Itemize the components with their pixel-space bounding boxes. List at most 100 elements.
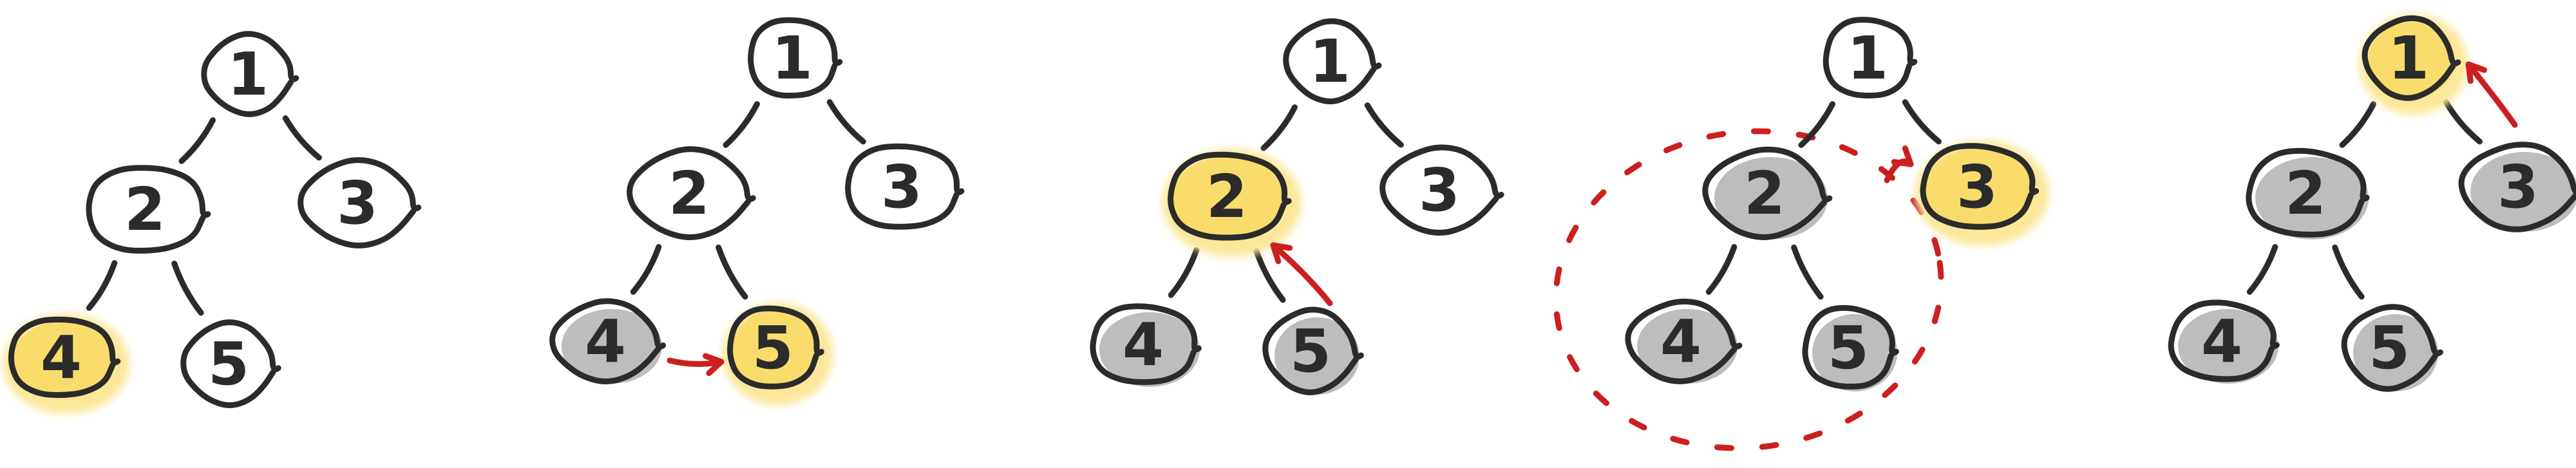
tree-panel-1: 12 3 4 5 — [3, 31, 422, 414]
node-4: 4 — [3, 314, 129, 414]
node-5-fill — [1274, 317, 1359, 395]
node-3: 3 — [298, 157, 422, 248]
node-2-label: 2 — [1744, 159, 1785, 228]
node-2: 2 — [627, 146, 756, 240]
node-4-outline — [549, 298, 667, 384]
edge-1-2 — [2339, 101, 2376, 148]
node-4-fill — [2178, 309, 2278, 384]
node-5-fill — [2353, 314, 2438, 391]
traversal-arrow — [667, 353, 724, 377]
edge-2-5 — [715, 244, 748, 300]
node-3-label: 3 — [337, 169, 378, 238]
node-5-label: 5 — [1290, 317, 1331, 386]
edge-2-4 — [1705, 244, 1738, 295]
edge-1-2 — [178, 117, 216, 164]
node-5: 5 — [723, 303, 833, 406]
tree-panel-4: 12 3 4 5 — [1553, 17, 2049, 451]
node-3-label: 3 — [881, 153, 922, 221]
node-3: 3 — [1379, 144, 1504, 236]
node-1-outline — [1823, 17, 1918, 98]
node-5: 5 — [2341, 304, 2443, 392]
node-4: 4 — [1625, 298, 1743, 384]
node-2-fill — [1171, 156, 1287, 241]
traversal-arrow-head — [2465, 61, 2487, 84]
edge-1-2 — [723, 101, 760, 148]
node-5-label: 5 — [752, 314, 793, 382]
edge-2-5 — [171, 260, 204, 316]
node-4-outline — [1625, 298, 1743, 384]
node-1: 1 — [201, 31, 299, 117]
node-5-outline — [1262, 306, 1364, 395]
node-3: 3 — [845, 143, 965, 230]
node-4-fill — [12, 321, 115, 398]
node-1-label: 1 — [772, 24, 813, 93]
node-1-label: 1 — [227, 40, 269, 109]
node-2: 2 — [2246, 147, 2370, 239]
edge-1-3 — [826, 99, 866, 145]
node-2-outline — [2246, 147, 2370, 238]
node-3-outline — [2458, 142, 2576, 232]
node-4-fill — [562, 309, 662, 384]
traversal-arrow-line — [1270, 242, 1333, 306]
node-5-fill — [732, 310, 819, 390]
node-5: 5 — [1802, 304, 1899, 391]
edge-1-3 — [1902, 99, 1942, 145]
node-3-label: 3 — [1419, 156, 1460, 225]
node-5-label: 5 — [208, 330, 249, 398]
node-4: 4 — [2168, 299, 2280, 384]
node-3-label: 3 — [2497, 153, 2539, 221]
node-2-outline — [627, 146, 756, 240]
traversal-arrow-head — [703, 353, 724, 377]
node-3-outline — [1379, 144, 1504, 236]
traversal-arrow-head — [1270, 242, 1293, 265]
edge-1-3 — [282, 115, 322, 161]
edge-2-5 — [2332, 244, 2365, 300]
node-2-label: 2 — [124, 175, 166, 244]
edge-1-2 — [1260, 104, 1298, 151]
edge-2-5 — [1253, 247, 1286, 303]
node-1-outline — [201, 31, 299, 117]
traversal-arrow — [2465, 61, 2518, 128]
node-1-outline — [1283, 18, 1382, 104]
node-1-label: 1 — [1847, 24, 1888, 93]
node-2-outline — [1168, 151, 1292, 241]
node-5-outline — [2341, 304, 2443, 392]
node-3-outline — [298, 157, 422, 248]
edge-2-4 — [1168, 247, 1200, 298]
tree-panel-3: 12 3 4 5 — [1090, 18, 1504, 395]
traversal-arrow — [1270, 242, 1333, 306]
node-2-label: 2 — [668, 159, 710, 228]
node-2-outline — [1702, 146, 1833, 240]
node-4-label: 4 — [41, 323, 82, 392]
node-5-fill — [1812, 314, 1897, 391]
node-3: 3 — [2458, 142, 2576, 232]
node-1-outline — [2362, 15, 2461, 101]
node-2-label: 2 — [2285, 159, 2326, 228]
edge-1-2 — [1798, 101, 1835, 148]
node-2-fill — [2255, 157, 2369, 239]
node-1: 1 — [1283, 18, 1382, 104]
edge-1-3 — [2443, 99, 2483, 145]
node-5: 5 — [180, 319, 281, 408]
node-3-outline — [845, 143, 965, 230]
node-4-outline — [8, 316, 121, 398]
node-2: 2 — [1702, 146, 1833, 240]
node-1: 1 — [748, 17, 843, 99]
node-5-label: 5 — [1828, 314, 1869, 382]
node-3-outline — [1920, 143, 2040, 230]
edge-1-3 — [1364, 102, 1404, 148]
node-2-label: 2 — [1206, 162, 1247, 231]
node-5: 5 — [1262, 306, 1364, 395]
node-1-label: 1 — [1309, 27, 1350, 96]
subtree-highlight-loop — [1553, 128, 1944, 451]
node-4-label: 4 — [585, 307, 626, 376]
traversal-arrow — [1884, 145, 1914, 183]
traversal-arrow-head — [1891, 145, 1914, 167]
node-5-outline — [180, 319, 281, 408]
node-3: 3 — [1915, 140, 2049, 246]
node-2-outline — [86, 165, 211, 254]
node-4-label: 4 — [2201, 307, 2242, 376]
node-4-label: 4 — [1122, 310, 1164, 379]
